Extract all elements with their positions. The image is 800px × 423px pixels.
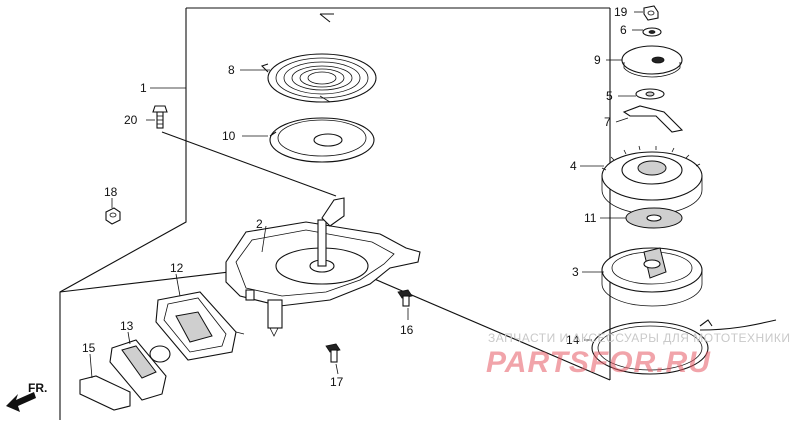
ratchet-gear xyxy=(601,145,703,215)
watermark-top-text: ЗАПЧАСТИ И АКСЕССУАРЫ ДЛЯ МОТОТЕХНИКИ xyxy=(488,331,790,345)
starter-case xyxy=(225,197,421,337)
callout-19: 19 xyxy=(614,5,628,19)
leader-lines xyxy=(89,11,643,379)
callout-13: 13 xyxy=(120,319,134,333)
callout-11: 11 xyxy=(584,211,597,225)
rope-guide xyxy=(155,291,245,361)
callout-4: 4 xyxy=(570,159,577,173)
starter-rope xyxy=(591,319,777,375)
washer-11 xyxy=(625,207,683,229)
washer-6 xyxy=(642,27,662,37)
bolt-20 xyxy=(152,105,337,197)
watermark-logo: PARTSFOR.RU xyxy=(486,346,711,379)
handle-insert xyxy=(79,375,131,411)
return-spring xyxy=(622,105,684,133)
callout-17: 17 xyxy=(330,375,344,389)
callout-8: 8 xyxy=(228,63,235,77)
bolt-17 xyxy=(325,343,341,363)
callout-3: 3 xyxy=(572,265,579,279)
forward-arrow: FR. xyxy=(6,381,47,412)
nut-19 xyxy=(643,5,659,21)
recoil-spring xyxy=(260,13,377,103)
rope-reel xyxy=(601,247,703,307)
callout-16: 16 xyxy=(400,323,414,337)
watermark: ЗАПЧАСТИ И АКСЕССУАРЫ ДЛЯ МОТОТЕХНИКИ PA… xyxy=(486,331,790,379)
arrow-icon xyxy=(6,392,36,412)
callout-18: 18 xyxy=(104,185,118,199)
callout-12: 12 xyxy=(170,261,184,275)
washer-5 xyxy=(635,88,665,100)
callout-10: 10 xyxy=(222,129,236,143)
nut-18 xyxy=(105,207,121,225)
bolt-16 xyxy=(397,289,413,307)
assembly-outline xyxy=(59,7,611,420)
callout-2: 2 xyxy=(256,217,263,231)
callout-9: 9 xyxy=(594,53,601,67)
callout-labels: 1 2 3 4 5 6 7 8 9 10 11 12 13 14 15 16 1… xyxy=(82,5,628,389)
callout-6: 6 xyxy=(620,23,627,37)
callout-20: 20 xyxy=(124,113,138,127)
callout-7: 7 xyxy=(604,115,611,129)
starter-handle xyxy=(109,339,171,401)
callout-15: 15 xyxy=(82,341,96,355)
spring-cover-plate xyxy=(269,117,375,163)
callout-1: 1 xyxy=(140,81,147,95)
callout-14: 14 xyxy=(566,333,580,347)
direction-label: FR. xyxy=(28,381,47,395)
callout-5: 5 xyxy=(606,89,613,103)
friction-plate xyxy=(621,45,683,78)
